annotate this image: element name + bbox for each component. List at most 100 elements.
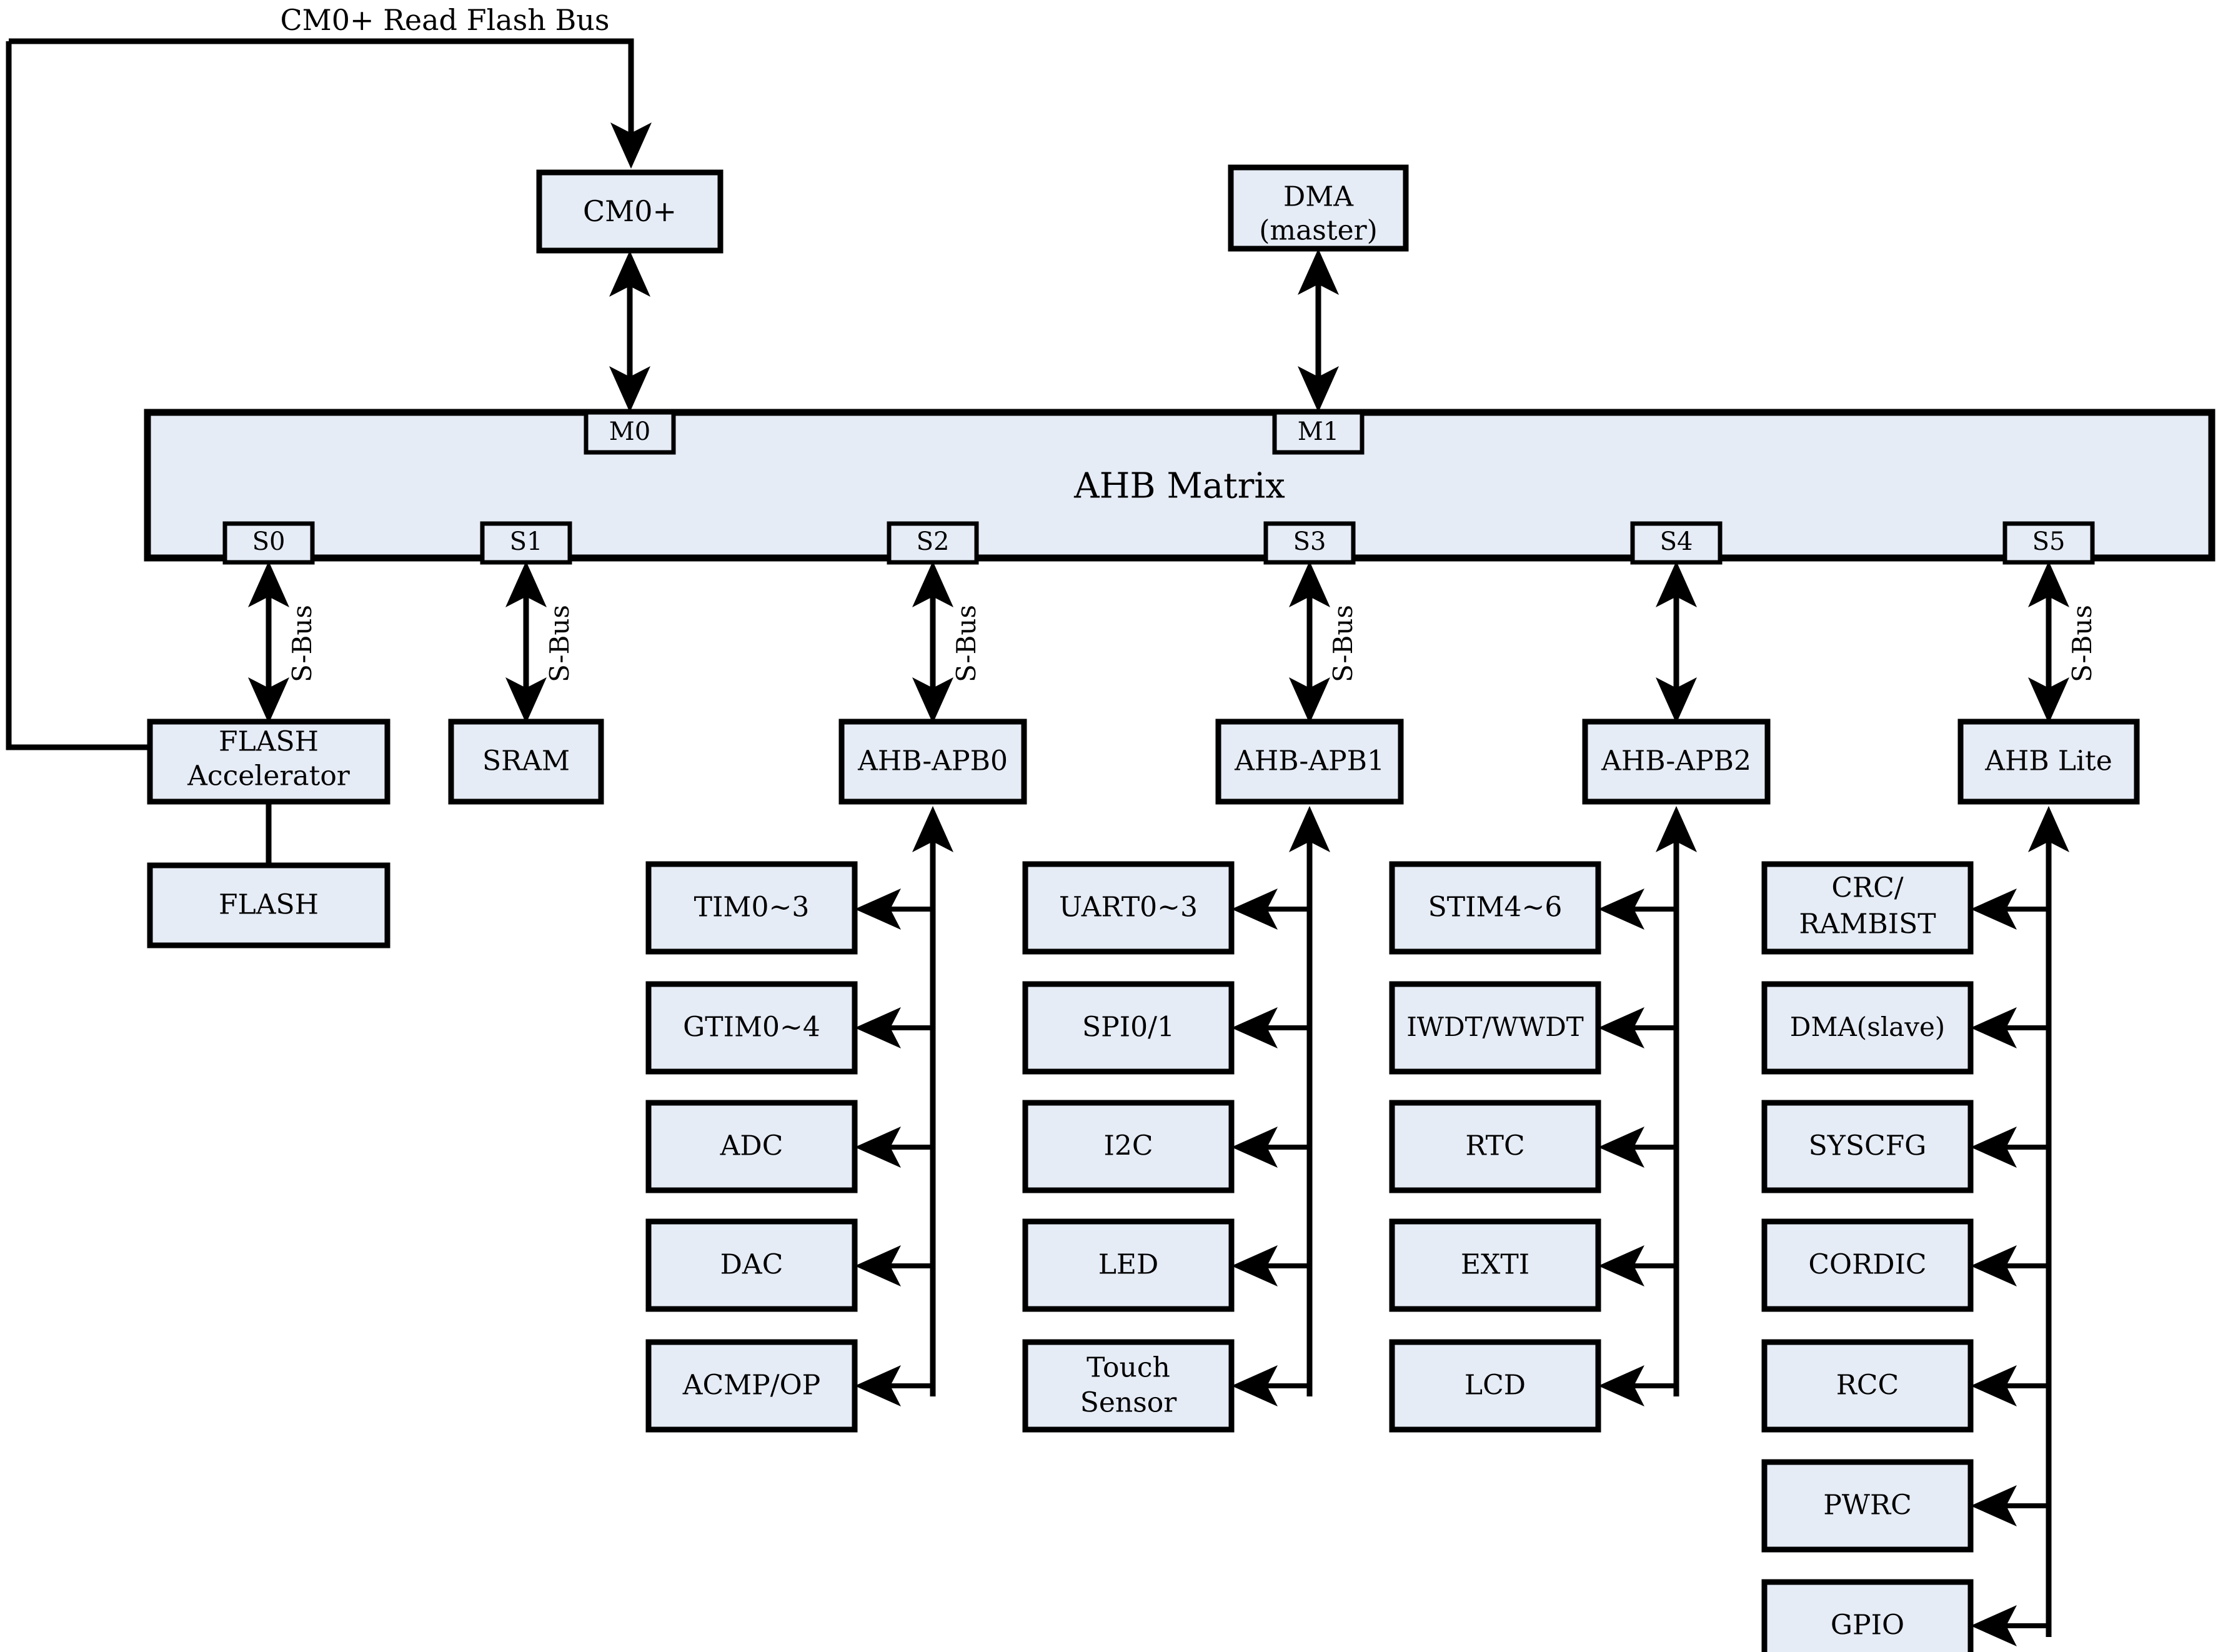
s-bus-label-s0: S-Bus — [287, 605, 317, 682]
slave-flash-accelerator-label-line2: Accelerator — [187, 760, 351, 792]
matrix-port-s5[interactable]: S5 — [2002, 521, 2095, 565]
peripheral-ahblite-pwrc[interactable]: PWRC — [1761, 1459, 1974, 1553]
matrix-port-s2[interactable]: S2 — [887, 521, 979, 565]
s-bus-label-s2: S-Bus — [951, 605, 982, 682]
matrix-port-s3-label: S3 — [1293, 527, 1326, 556]
peripheral-ahblite-cordic[interactable]: CORDIC — [1761, 1218, 1974, 1312]
peripheral-label: LED — [1098, 1249, 1159, 1281]
flash-memory-label: FLASH — [219, 889, 319, 921]
s-bus-s4 — [1656, 561, 1697, 724]
master-cm0-block[interactable]: CM0+ — [536, 169, 724, 254]
ahblite-peripheral-branches — [1971, 888, 2049, 1646]
slave-ahb-apb1-label: AHB-APB1 — [1234, 745, 1385, 777]
apb1-peripheral-branches — [1231, 888, 1310, 1406]
cm0-read-flash-bus-label: CM0+ Read Flash Bus — [280, 3, 609, 37]
slave-ahb-apb1-block[interactable]: AHB-APB1 — [1215, 719, 1404, 805]
s-bus-s2 — [912, 561, 953, 724]
master-cm0-label: CM0+ — [583, 194, 677, 228]
matrix-port-s1[interactable]: S1 — [480, 521, 572, 565]
peripheral-ahblite-dma-slave[interactable]: DMA(slave) — [1761, 981, 1974, 1075]
master-dma-label-line2: (master) — [1259, 215, 1378, 247]
apb1-peripheral-trunk — [1289, 806, 1330, 1396]
peripheral-ahblite-gpio[interactable]: GPIO — [1761, 1579, 1974, 1652]
peripheral-apb1-i2c[interactable]: I2C — [1022, 1100, 1235, 1193]
peripheral-label: GTIM0~4 — [683, 1012, 820, 1043]
peripheral-label: DMA(slave) — [1790, 1012, 1945, 1042]
slave-flash-accelerator-label-line1: FLASH — [219, 726, 319, 758]
matrix-port-s1-label: S1 — [510, 527, 543, 556]
slave-ahb-apb0-label: AHB-APB0 — [857, 745, 1008, 777]
peripheral-label-line2: RAMBIST — [1799, 908, 1936, 940]
matrix-port-s3[interactable]: S3 — [1263, 521, 1356, 565]
peripheral-apb0-adc[interactable]: ADC — [645, 1100, 858, 1193]
ahblite-peripheral-trunk — [2028, 806, 2069, 1637]
s-bus-s1 — [505, 561, 547, 724]
matrix-port-s5-label: S5 — [2032, 527, 2066, 556]
peripheral-ahblite-crc-rambist[interactable]: CRC/ RAMBIST — [1761, 861, 1974, 955]
peripheral-ahblite-rcc[interactable]: RCC — [1761, 1339, 1974, 1433]
peripheral-apb1-touch-sensor[interactable]: Touch Sensor — [1022, 1339, 1235, 1433]
apb0-peripheral-trunk — [912, 806, 953, 1396]
peripheral-label-line1: Touch — [1087, 1352, 1170, 1384]
peripheral-label: UART0~3 — [1059, 892, 1198, 923]
peripheral-label: RTC — [1465, 1130, 1524, 1162]
peripheral-apb1-led[interactable]: LED — [1022, 1218, 1235, 1312]
ahb-matrix[interactable]: AHB Matrix — [144, 409, 2216, 562]
peripheral-label: LCD — [1465, 1370, 1526, 1401]
s-bus-s3 — [1289, 561, 1330, 724]
peripheral-apb0-gtim0-4[interactable]: GTIM0~4 — [645, 981, 858, 1075]
slave-ahb-apb2-label: AHB-APB2 — [1601, 745, 1751, 777]
peripheral-ahblite-syscfg[interactable]: SYSCFG — [1761, 1100, 1974, 1193]
dma-to-m1-bus — [1298, 249, 1339, 412]
s-bus-label-s5: S-Bus — [2067, 605, 2097, 682]
peripheral-apb0-tim0-3[interactable]: TIM0~3 — [645, 861, 858, 955]
peripheral-label-line1: CRC/ — [1831, 872, 1903, 904]
apb2-peripheral-branches — [1598, 888, 1676, 1406]
peripheral-apb2-stim4-6[interactable]: STIM4~6 — [1389, 861, 1601, 955]
slave-flash-accelerator-block[interactable]: FLASH Accelerator — [147, 719, 390, 805]
master-dma-block[interactable]: DMA (master) — [1228, 164, 1409, 252]
peripheral-label: RCC — [1836, 1370, 1899, 1401]
matrix-port-s4[interactable]: S4 — [1630, 521, 1723, 565]
slave-sram-block[interactable]: SRAM — [448, 719, 604, 805]
matrix-port-m0-label: M0 — [609, 417, 650, 446]
peripheral-label: IWDT/WWDT — [1406, 1012, 1584, 1042]
peripheral-label: TIM0~3 — [694, 892, 810, 923]
s-bus-s5 — [2028, 561, 2069, 724]
peripheral-apb2-rtc[interactable]: RTC — [1389, 1100, 1601, 1193]
peripheral-label: EXTI — [1461, 1249, 1529, 1281]
peripheral-apb2-exti[interactable]: EXTI — [1389, 1218, 1601, 1312]
cm0-read-flash-bus-wire — [6, 38, 652, 750]
matrix-port-m1-label: M1 — [1298, 417, 1339, 446]
matrix-port-s0[interactable]: S0 — [222, 521, 315, 565]
peripheral-label-line2: Sensor — [1080, 1387, 1178, 1419]
slave-ahb-apb2-block[interactable]: AHB-APB2 — [1582, 719, 1771, 805]
s-bus-label-s1: S-Bus — [544, 605, 575, 682]
matrix-port-m1[interactable]: M1 — [1272, 410, 1365, 455]
apb2-peripheral-trunk — [1656, 806, 1697, 1396]
peripheral-label: ADC — [720, 1130, 783, 1162]
flash-memory-block[interactable]: FLASH — [147, 862, 390, 948]
peripheral-apb0-dac[interactable]: DAC — [645, 1218, 858, 1312]
s-bus-label-s3: S-Bus — [1328, 605, 1358, 682]
peripheral-apb2-iwdt-wwdt[interactable]: IWDT/WWDT — [1389, 981, 1601, 1075]
peripheral-label: GPIO — [1831, 1610, 1904, 1641]
cm0-to-m0-bus — [609, 251, 650, 412]
slave-ahb-lite-block[interactable]: AHB Lite — [1957, 719, 2140, 805]
peripheral-label: STIM4~6 — [1428, 892, 1563, 923]
ahb-matrix-label: AHB Matrix — [1073, 466, 1285, 507]
peripheral-apb0-acmp-op[interactable]: ACMP/OP — [645, 1339, 858, 1433]
peripheral-apb2-lcd[interactable]: LCD — [1389, 1339, 1601, 1433]
peripheral-label: CORDIC — [1808, 1249, 1926, 1281]
matrix-port-s2-label: S2 — [917, 527, 950, 556]
peripheral-apb1-uart0-3[interactable]: UART0~3 — [1022, 861, 1235, 955]
matrix-port-m0[interactable]: M0 — [584, 410, 676, 455]
peripheral-label: SPI0/1 — [1082, 1012, 1175, 1043]
slave-ahb-apb0-block[interactable]: AHB-APB0 — [838, 719, 1027, 805]
slave-sram-label: SRAM — [482, 745, 570, 777]
slave-ahb-lite-label: AHB Lite — [1984, 745, 2112, 777]
peripheral-label: ACMP/OP — [682, 1370, 821, 1401]
peripheral-apb1-spi0-1[interactable]: SPI0/1 — [1022, 981, 1235, 1075]
